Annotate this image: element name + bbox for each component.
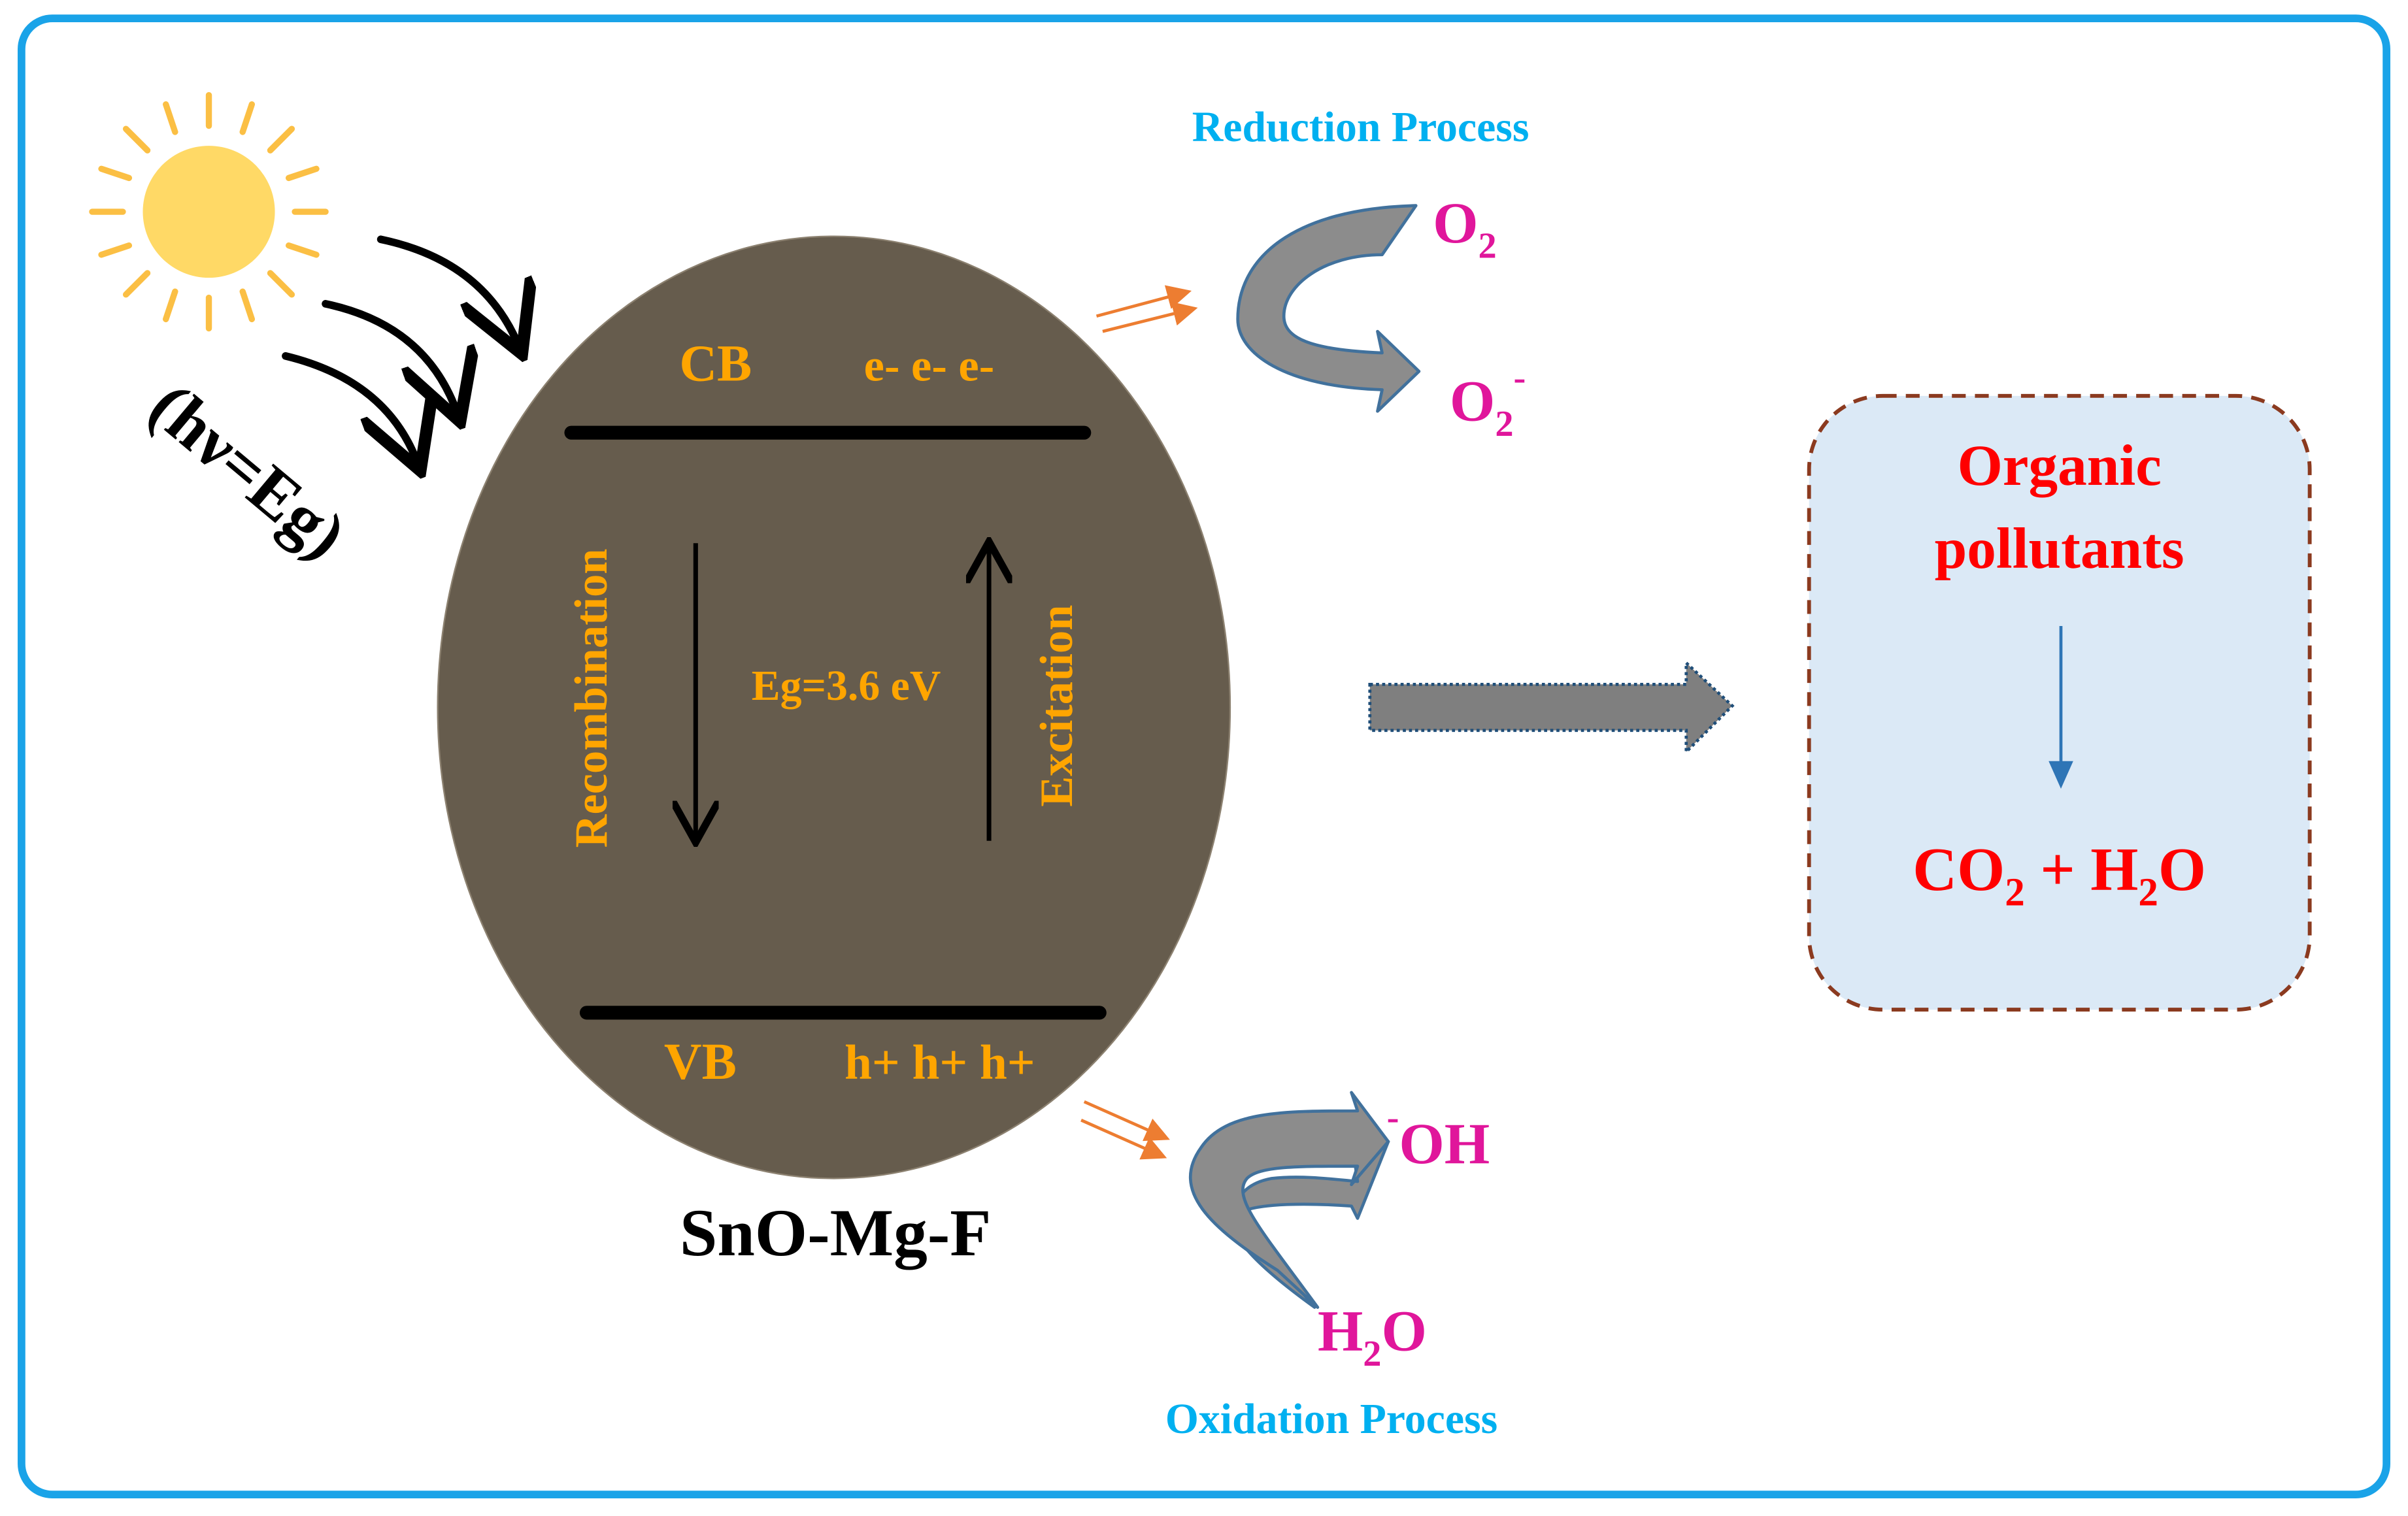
oxidation-reactant: H2O xyxy=(1318,1298,1427,1374)
big-right-arrow-icon xyxy=(1368,659,1735,756)
pollutants-line-1: Organic xyxy=(1957,433,2161,498)
reduction-product: O2- xyxy=(1450,357,1526,444)
curved-arrow-icon xyxy=(1188,1091,1390,1309)
cb-label: CB xyxy=(679,335,752,392)
recombination-label: Recombination xyxy=(566,549,617,848)
hole-transfer-arrows xyxy=(1080,1100,1170,1160)
oxidation-title: Oxidation Process xyxy=(1165,1395,1497,1443)
band-gap-label: Eg=3.6 eV xyxy=(752,662,941,710)
holes-label: h+ h+ h+ xyxy=(844,1036,1035,1090)
reduction-reactant: O2 xyxy=(1433,191,1497,266)
sun-icon xyxy=(89,91,329,332)
pollutants-line-2: pollutants xyxy=(1935,516,2184,581)
reduction-title: Reduction Process xyxy=(1192,103,1530,151)
curved-arrow-icon xyxy=(1236,204,1421,413)
products-formula: CO2 + H2O xyxy=(1913,836,2206,914)
light-ray-arrow-icon xyxy=(282,352,418,463)
electrons-label: e- e- e- xyxy=(864,340,994,391)
light-ray-arrow-icon xyxy=(376,235,519,346)
electron-transfer-arrows xyxy=(1095,285,1198,333)
semiconductor-particle xyxy=(437,235,1231,1179)
material-name: SnO-Mg-F xyxy=(680,1196,992,1270)
excitation-label: Excitation xyxy=(1031,605,1082,807)
oxidation-product: -OH xyxy=(1387,1097,1490,1176)
vb-label: VB xyxy=(664,1033,737,1091)
light-ray-arrow-icon xyxy=(322,300,458,414)
